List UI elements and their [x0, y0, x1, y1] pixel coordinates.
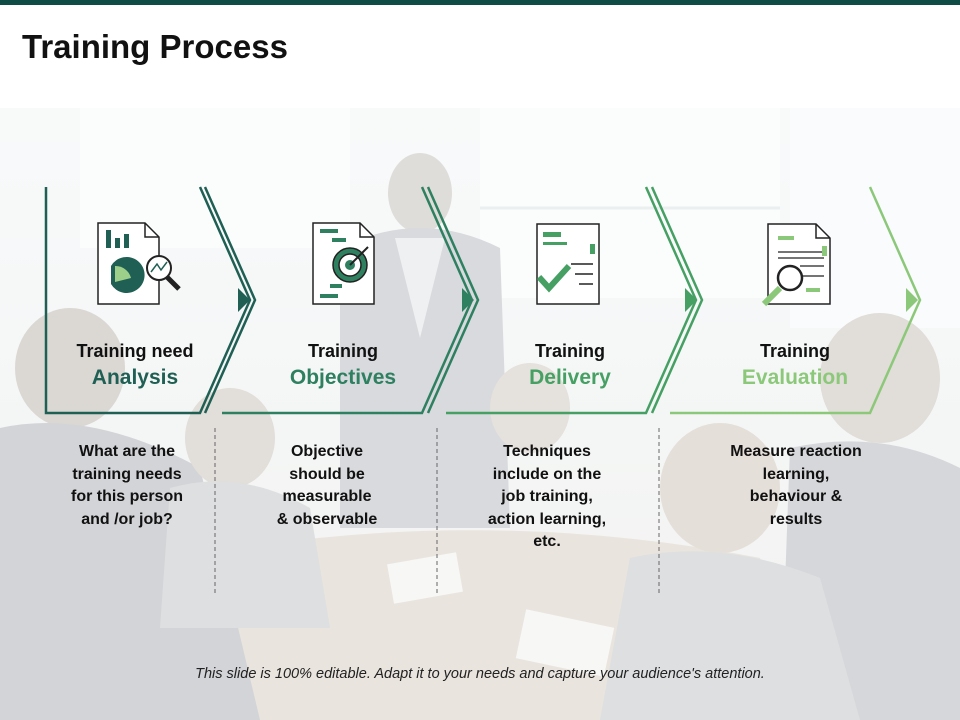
checklist-document-icon	[536, 223, 600, 305]
step-1-bottom-label: Analysis	[91, 366, 179, 389]
top-accent-bar	[0, 0, 960, 5]
document-search-icon	[761, 223, 831, 307]
step-4-bottom-label: Evaluation	[741, 366, 849, 389]
step-2-bottom-label: Objectives	[289, 366, 397, 389]
footer-note: This slide is 100% editable. Adapt it to…	[195, 666, 765, 682]
background-photo	[0, 108, 960, 720]
step-3-top-label: Training	[534, 341, 605, 361]
step-2-top-label: Training	[307, 341, 378, 361]
report-magnifier-icon	[97, 222, 181, 305]
step-3-bottom-label: Delivery	[529, 366, 611, 389]
page-title: Training Process	[22, 28, 288, 65]
step-4-top-label: Training	[759, 341, 830, 361]
target-document-icon	[312, 222, 375, 305]
step-1-top-label: Training need	[76, 341, 194, 361]
